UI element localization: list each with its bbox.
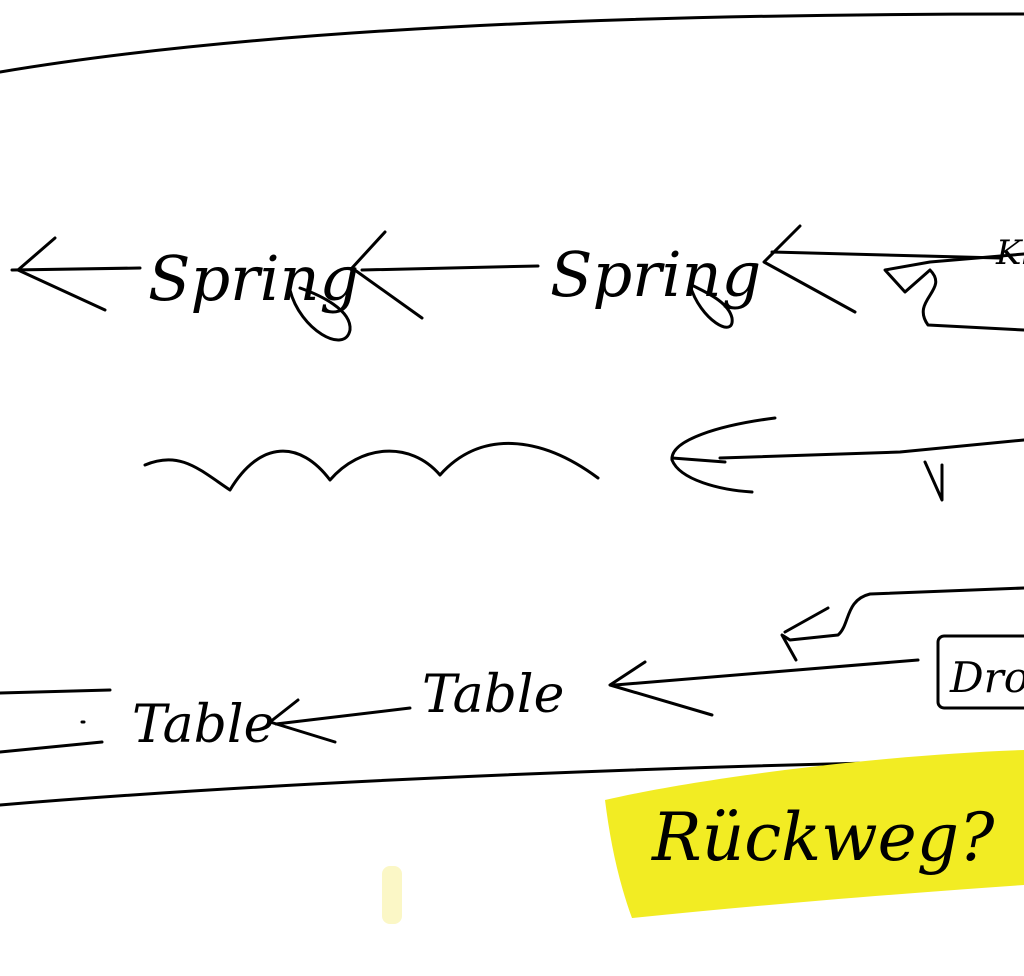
spring-2-descender [688,282,734,329]
label-spring-1: Spring [148,242,359,315]
question-highlight-group: Rückweg? [382,750,1024,924]
row-1-spring-flow: Spring Spring Kl [10,224,1024,342]
connector-top-right [780,586,1024,662]
arrow-right-to-wave [718,438,1024,460]
line-left-bottom [0,740,104,754]
yellow-highlight [605,750,1024,918]
tick-right-wave [923,460,944,502]
wave-line [143,442,600,492]
arrowhead-table2-to-table1 [268,698,337,744]
label-top-right-fragment: Kl [995,233,1024,273]
row-2-wave-flow [143,416,1024,502]
drop-box [936,634,1024,710]
arrowhead-right-to-spring2 [762,224,857,314]
arrow-right-to-spring2 [770,250,1002,260]
arrowhead-right-to-wave [670,416,777,494]
arrow-drop-to-table2 [613,658,920,687]
label-question: Rückweg? [651,799,995,876]
arrowhead-spring2-to-spring1 [350,230,424,320]
row-3-table-flow: Table Table Drop [0,586,1024,755]
arrow-table2-to-table1 [274,706,412,726]
line-left-top [0,688,112,695]
faint-highlight-mark [382,866,402,924]
frame-top-line [0,12,1024,74]
spring-1-descender [288,286,352,342]
label-drop-box: Drop [949,653,1024,702]
arrowhead-inner-wave [670,456,727,464]
label-spring-2: Spring [550,238,761,311]
label-table-2: Table [422,665,564,725]
connector-right-edge [883,252,1024,332]
connector-arrowhead [783,606,830,634]
arrow-left-edge [10,266,142,272]
arrowhead-left-edge [16,236,107,312]
label-table-1: Table [132,695,274,755]
arrowhead-drop-to-table2 [608,660,714,717]
arrow-spring2-to-spring1 [360,264,540,272]
